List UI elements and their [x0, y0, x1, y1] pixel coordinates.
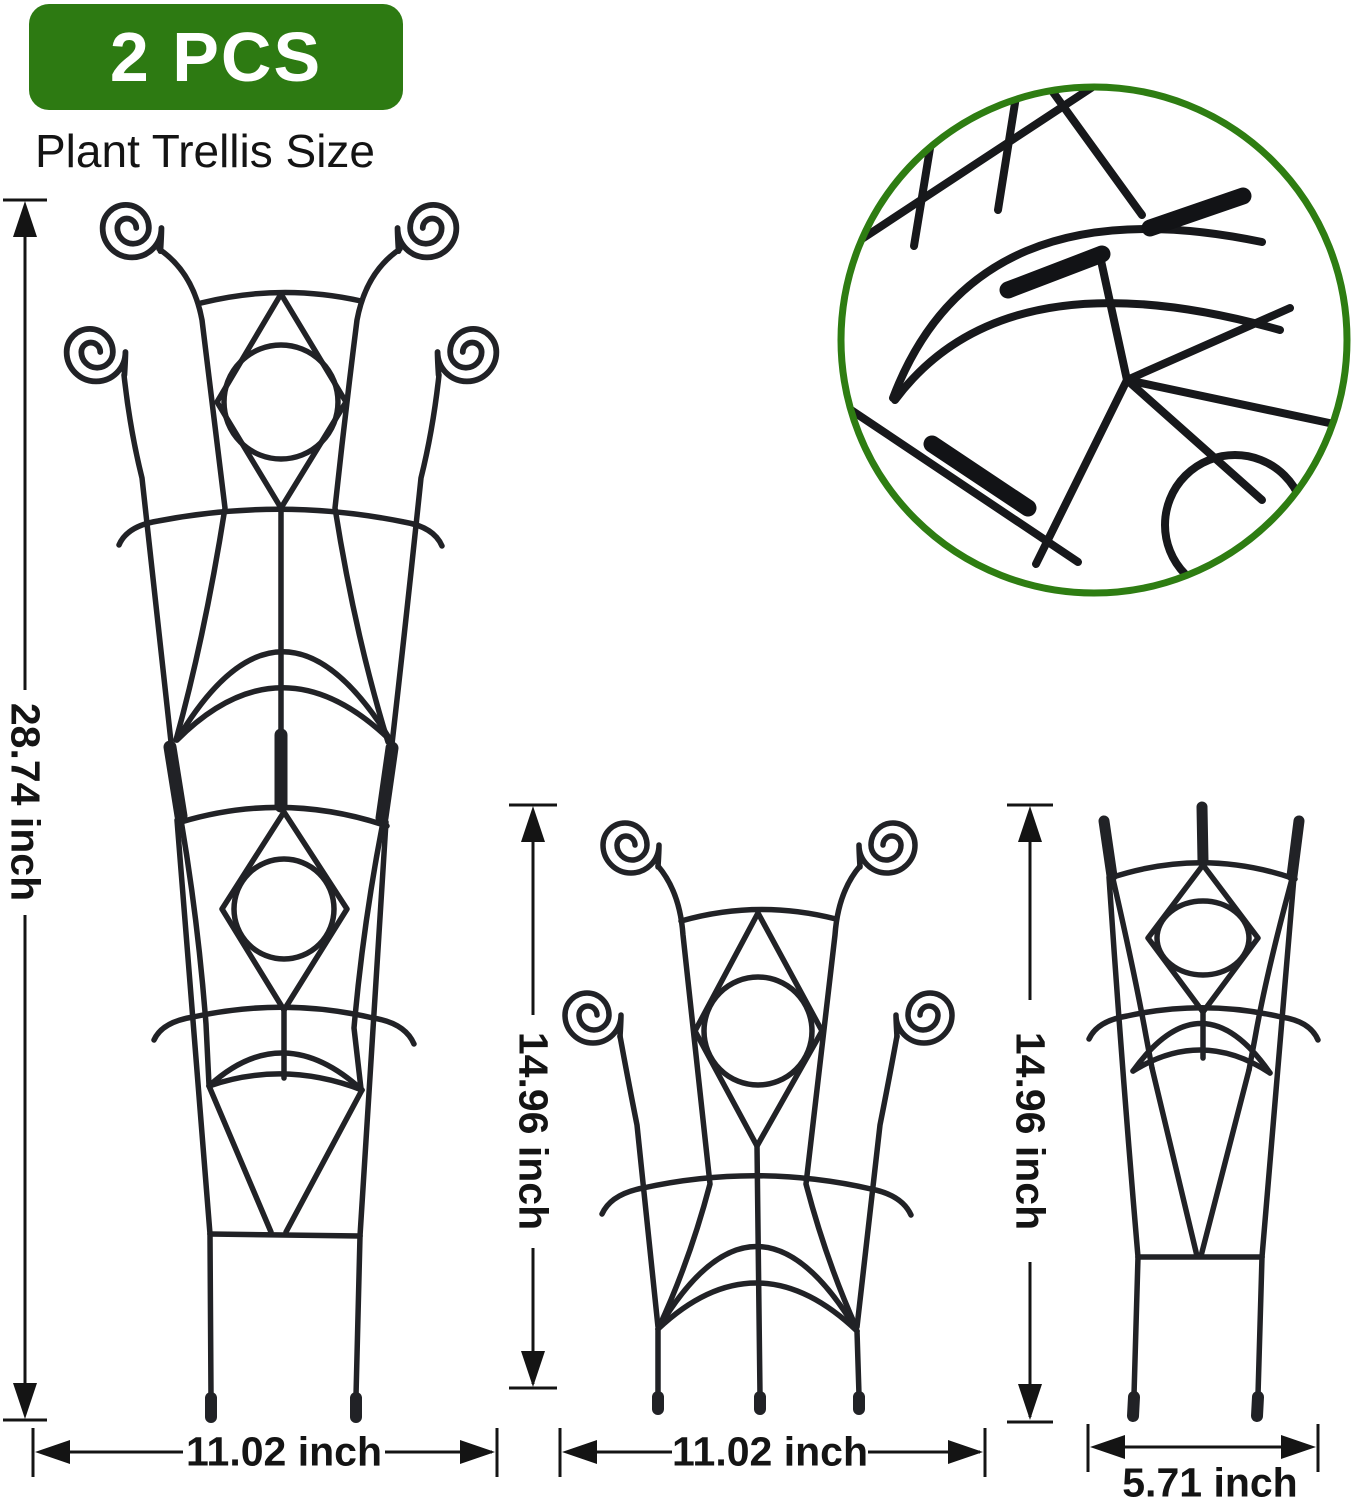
- large-width-label: 11.02 inch: [185, 1428, 383, 1475]
- small-height-label: 14.96 inch: [1007, 1031, 1054, 1231]
- quantity-badge: 2 PCS: [29, 4, 403, 110]
- connector-detail-inset: [837, 83, 1351, 597]
- small-width-label: 5.71 inch: [1122, 1459, 1298, 1500]
- detail-circle-border: [837, 83, 1351, 597]
- connector-detail-photo: [842, 88, 1338, 592]
- dimension-lines: [3, 198, 1320, 1477]
- medium-height-label: 14.96 inch: [510, 1031, 557, 1231]
- trellis-large-illustration: [67, 205, 497, 1423]
- page-title: Plant Trellis Size: [35, 125, 376, 177]
- trellis-small-illustration: [1086, 801, 1321, 1422]
- trellis-medium-illustration: [565, 823, 952, 1415]
- quantity-badge-label: 2 PCS: [109, 18, 323, 96]
- large-height-label: 28.74 inch: [2, 702, 49, 902]
- medium-width-label: 11.02 inch: [671, 1428, 869, 1475]
